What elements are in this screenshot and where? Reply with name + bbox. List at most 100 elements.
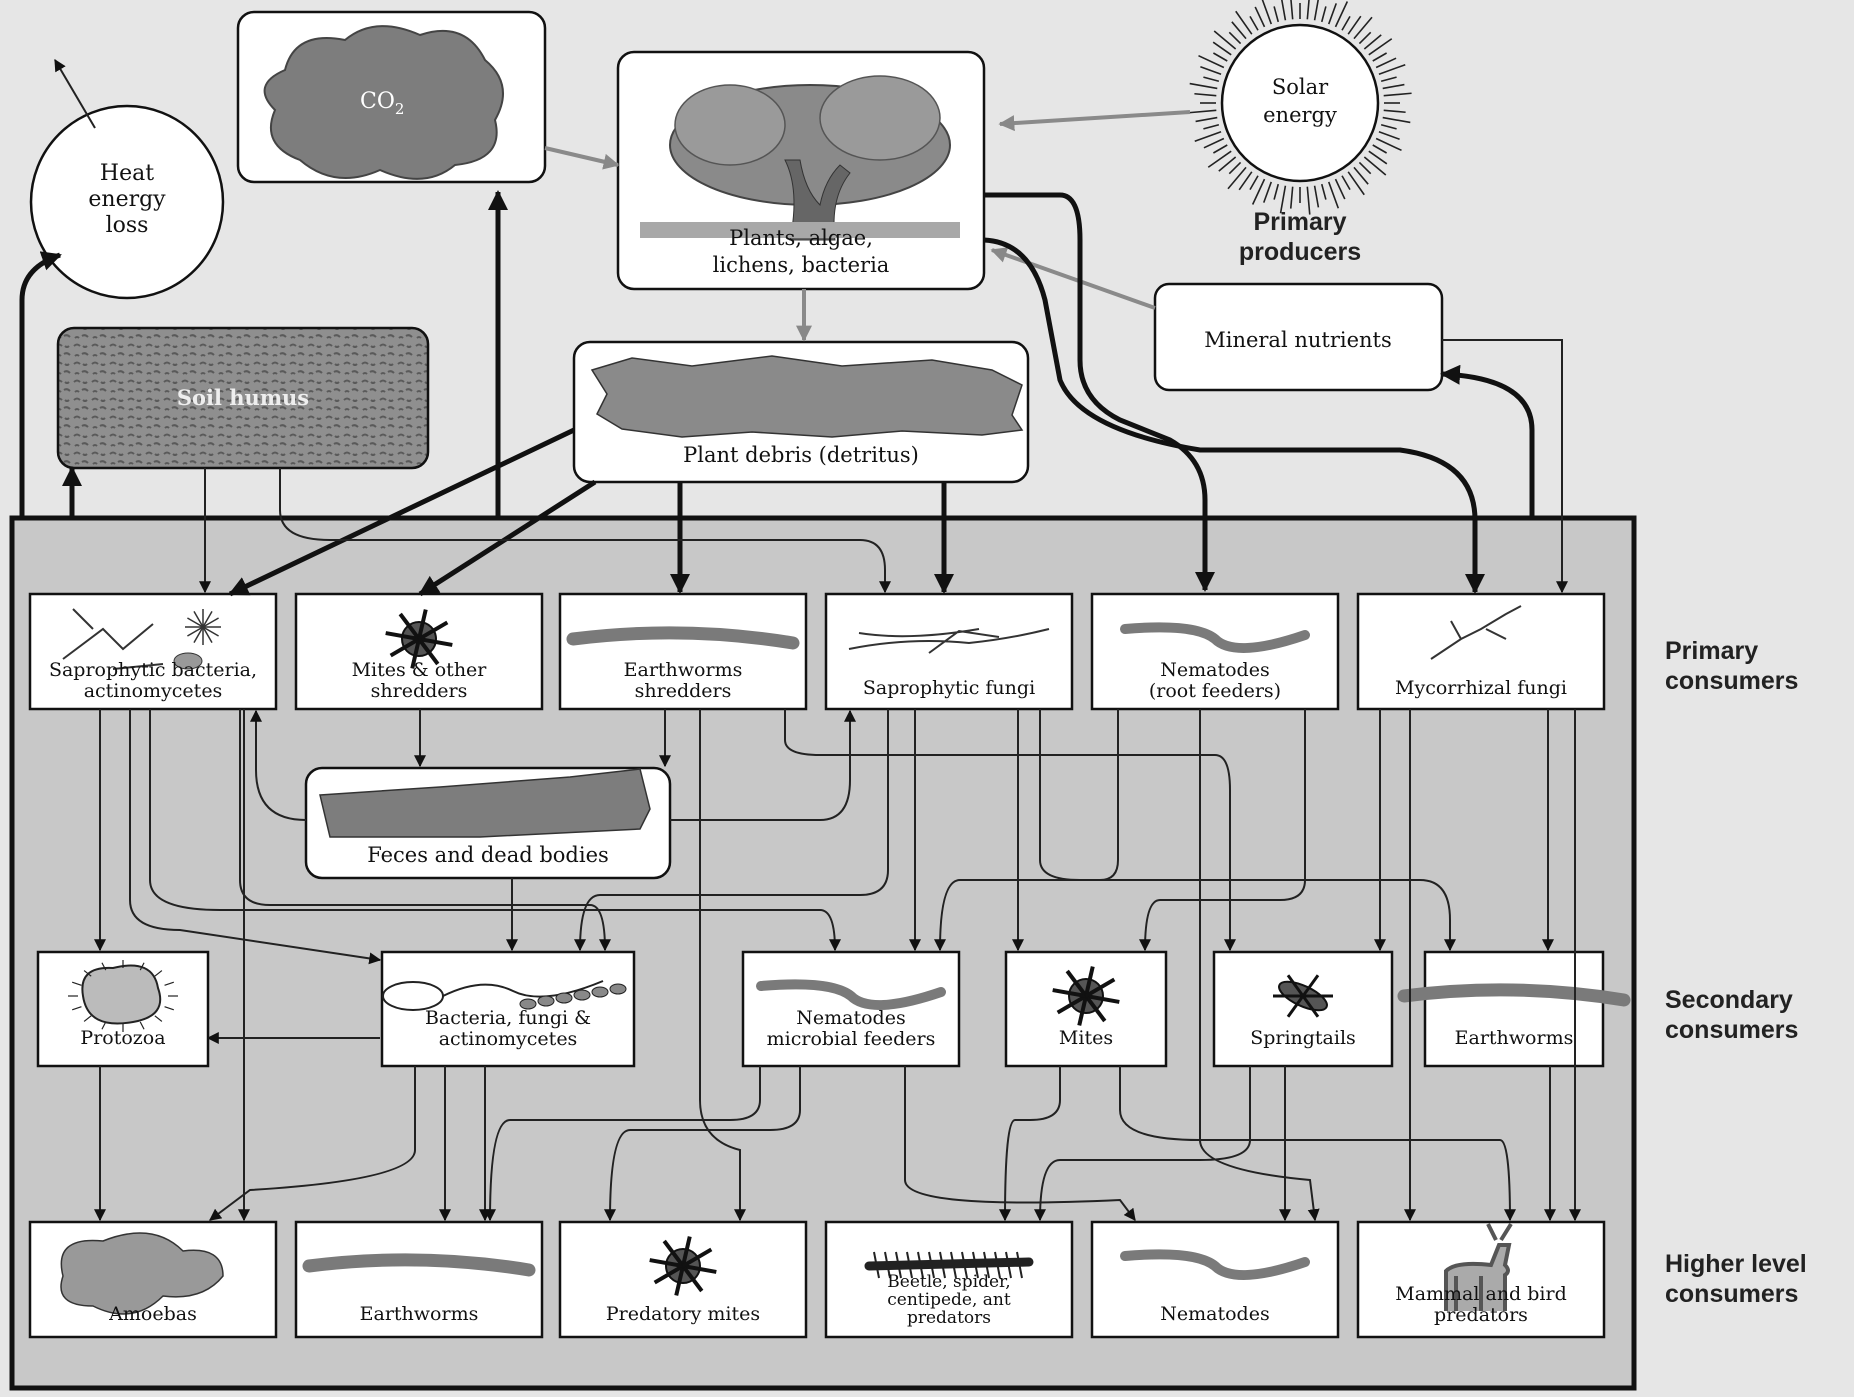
primary-consumer-saprophytic-bacteria-actinomycetes: Saprophytic bacteria,actinomycetes: [28, 592, 278, 711]
solar-label-2: energy: [1263, 103, 1337, 127]
primary-label: shredders: [371, 680, 468, 702]
higher-label: Amoebas: [108, 1303, 197, 1325]
primary-label: Earthworms: [624, 659, 743, 681]
minerals-to-mycorrhiza-arrow: [1442, 339, 1568, 594]
plant-debris-label: Plant debris (detritus): [683, 443, 919, 467]
centipede-icon: [864, 1251, 1034, 1279]
higher-label: Predatory mites: [606, 1303, 760, 1325]
secondary-consumer-mites: Mites: [1004, 950, 1168, 1068]
secondary-consumer-bacteria-fungi-actinomycetes: Bacteria, fungi &actinomycetes: [380, 950, 636, 1068]
secondary-label: microbial feeders: [767, 1028, 936, 1050]
heat-out-arrow: [54, 58, 96, 129]
higher-consumer-predatory-mites: Predatory mites: [558, 1220, 808, 1339]
fungi-to-springtails-arrow: [1039, 709, 1456, 952]
earthworms-to-predmites-arrow: [699, 709, 746, 1222]
plants-node: Plants, algae, lichens, bacteria: [616, 50, 986, 291]
level-secondary-2: consumers: [1665, 1016, 1798, 1044]
mineral-nutrients-node: Mineral nutrients: [1153, 282, 1444, 392]
level-higher-1: Higher level: [1665, 1250, 1807, 1278]
nematodes-to-earthworms-3-arrow: [484, 1066, 761, 1222]
primary-label: Nematodes: [1160, 659, 1269, 681]
co2-to-plants-arrow: [544, 146, 620, 170]
secondary-consumer-springtails: Springtails: [1212, 950, 1394, 1068]
solar-energy-node: Solar energy: [1188, 0, 1412, 215]
primary-label: Mycorrhizal fungi: [1395, 677, 1567, 699]
nematodes-to-nematodes-arrow-2: [904, 1066, 1136, 1221]
mycorrhiza-icon: [1430, 605, 1522, 660]
debris-to-bacteria-arrow: [228, 427, 576, 597]
springtails-to-beetle-arrow: [1034, 1066, 1251, 1222]
primary-label: (root feeders): [1149, 680, 1281, 702]
primary-label: actinomycetes: [84, 680, 223, 702]
panel-to-minerals-arrow: [1440, 364, 1535, 518]
level-primary-1: Primary: [1665, 637, 1758, 665]
worm-icon: [302, 1253, 536, 1277]
primary-consumer-saprophytic-fungi: Saprophytic fungi: [824, 592, 1074, 711]
higher-label: Mammal and bird: [1395, 1283, 1567, 1305]
higher-consumer-amoebas: Amoebas: [28, 1220, 278, 1339]
mite-icon: [1052, 966, 1120, 1026]
detritus-icon: [590, 355, 1024, 438]
debris-to-mites-arrow: [418, 479, 597, 597]
secondary-label: Springtails: [1250, 1027, 1356, 1049]
tree-icon: [640, 75, 960, 241]
deer-icon: [1444, 1222, 1513, 1311]
soil-humus-node: Soil humus: [56, 326, 430, 470]
secondary-consumer-protozoa: Protozoa: [36, 950, 210, 1068]
feces-to-bacteria-arrow: [250, 709, 307, 821]
mites-to-beetle-arrow: [999, 1066, 1061, 1222]
co2-node: CO2: [236, 10, 547, 184]
feces-dead-bodies-node: Feces and dead bodies: [304, 766, 672, 880]
level-primary-2: consumers: [1665, 667, 1798, 695]
solar-to-plants-arrow: [998, 110, 1191, 132]
solar-label-1: Solar: [1272, 75, 1329, 99]
microbes-to-amoebas-arrow: [209, 1066, 416, 1221]
protozoa-icon: [68, 960, 178, 1032]
higher-label: predators: [907, 1308, 991, 1328]
secondary-label: Mites: [1059, 1027, 1113, 1049]
higher-label: Earthworms: [360, 1303, 479, 1325]
nematode-icon: [756, 979, 946, 1010]
mite-icon: [649, 1236, 717, 1296]
plants-label-1: Plants, algae,: [729, 226, 873, 250]
soil-to-heat-arrow: [19, 251, 62, 518]
fungi-hyphae-icon: [848, 628, 1050, 654]
mite-icon: [385, 609, 453, 669]
plants-to-nematodes-arrow: [984, 192, 1215, 592]
higher-label: Beetle, spider,: [887, 1272, 1010, 1292]
nematode-icon: [1120, 622, 1310, 653]
worm-icon: [1397, 983, 1631, 1007]
primary-producers-label-1: Primary: [1253, 208, 1346, 236]
springtail-icon: [1273, 974, 1333, 1018]
higher-label: Nematodes: [1160, 1303, 1269, 1325]
secondary-label: Earthworms: [1455, 1027, 1574, 1049]
secondary-consumer-earthworms: Earthworms: [1397, 950, 1631, 1068]
primary-consumer-mycorrhizal-fungi: Mycorrhizal fungi: [1356, 592, 1606, 711]
nematodes-to-nematodes-3-arrow: [1199, 709, 1320, 1222]
primary-label: Mites & other: [352, 659, 488, 681]
minerals-to-plants-arrow: [990, 247, 1156, 310]
mycorrhiza-to-mites-arrow: [1139, 709, 1306, 952]
co2-cloud-icon: [263, 25, 504, 180]
soil-humus-label: Soil humus: [177, 385, 309, 410]
bacteria-to-microbes-arrow: [129, 709, 382, 965]
mineral-nutrients-label: Mineral nutrients: [1204, 328, 1392, 352]
primary-label: shredders: [635, 680, 732, 702]
primary-producers-label-2: producers: [1239, 238, 1361, 266]
primary-label: Saprophytic bacteria,: [49, 659, 257, 681]
co2-label: CO2: [360, 89, 404, 118]
nematode-icon: [1120, 1249, 1310, 1280]
heat-label-1: Heat: [100, 161, 154, 186]
higher-label: centipede, ant: [887, 1290, 1011, 1310]
microbe-icon: [382, 980, 627, 1011]
heat-label-2: energy: [88, 187, 166, 212]
nematodes-to-predmites-arrow: [604, 1066, 801, 1222]
amoeba-icon: [60, 1232, 224, 1315]
plants-label-2: lichens, bacteria: [713, 253, 890, 277]
worm-icon: [566, 626, 800, 650]
